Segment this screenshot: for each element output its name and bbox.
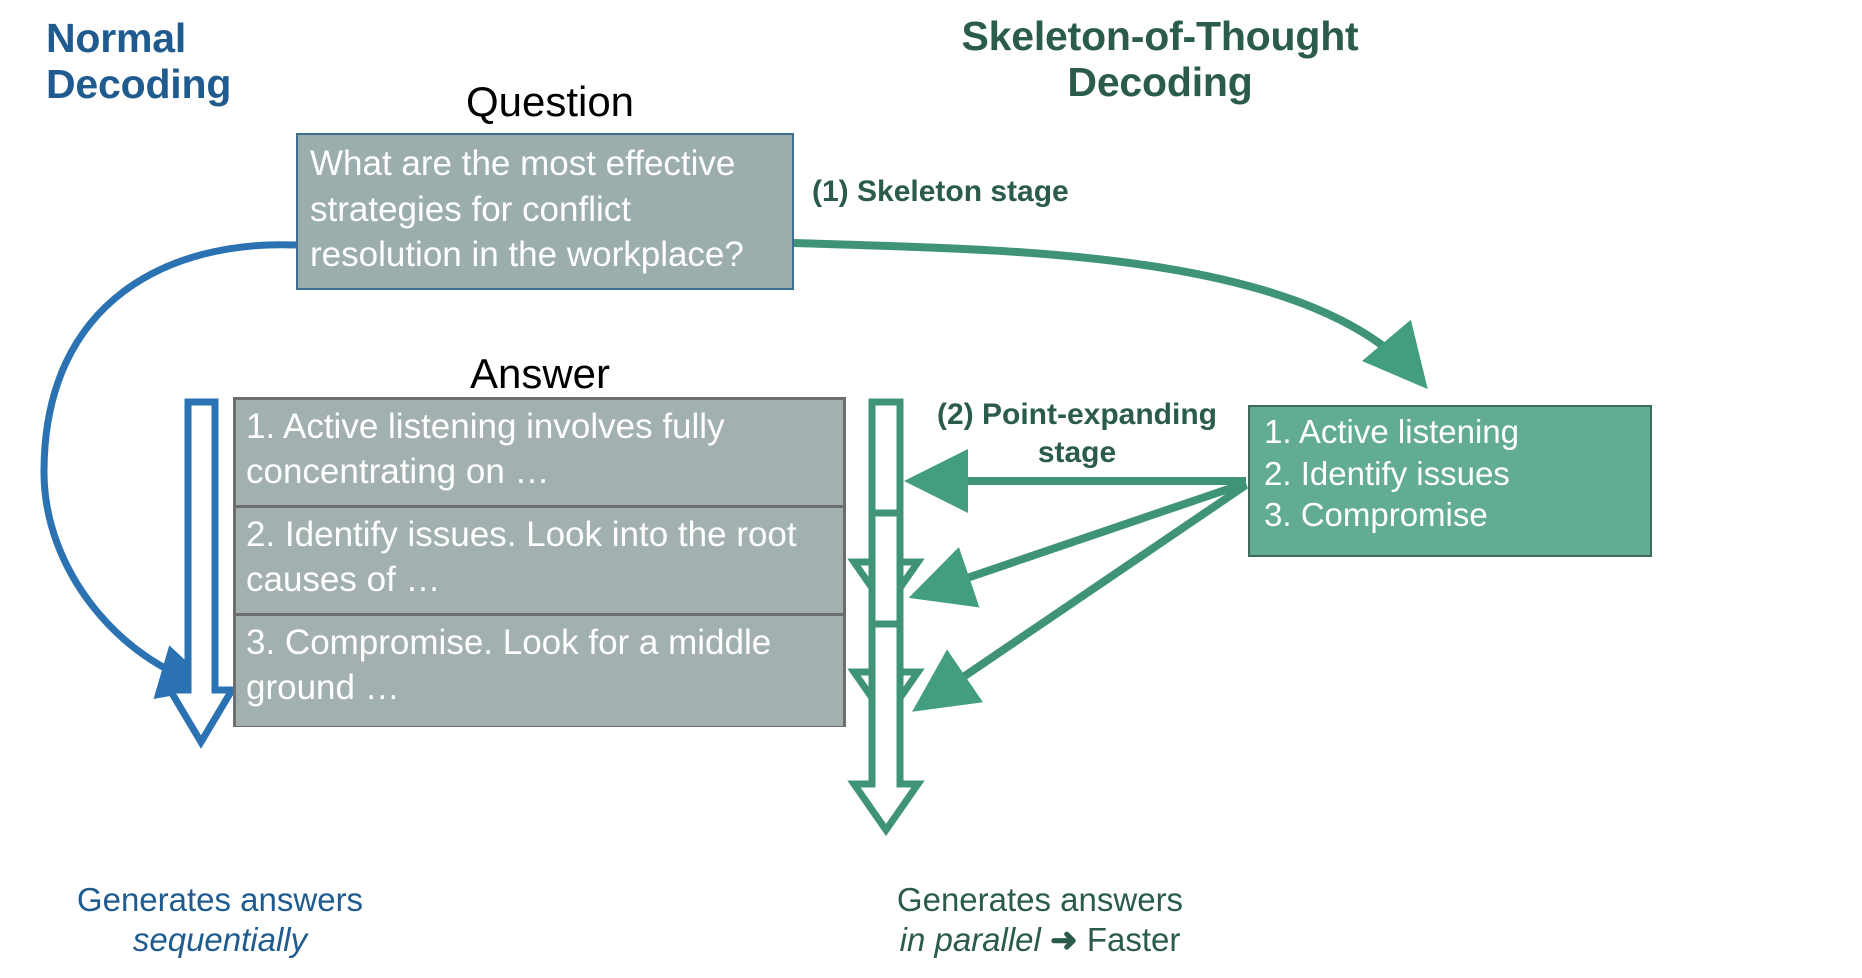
question-text: What are the most effective strategies f… [310,144,744,274]
sequential-caption-line1: Generates answers [76,881,364,918]
parallel-caption-line1: Generates answers [896,881,1184,918]
parallel-caption-emphasis: in parallel [899,921,1041,959]
parallel-caption: Generates answers in parallel ➜ Faster [800,880,1280,961]
skeleton-stage-curve-arrow [793,239,1428,390]
parallel-caption-line2: in parallel ➜ Faster [800,920,1280,960]
question-label: Question [465,78,635,125]
point-expand-arrow-3 [912,481,1249,712]
parallel-block-arrow-2 [847,509,925,725]
answer-label: Answer [469,350,611,397]
answer-row: 3. Compromise. Look for a middle ground … [236,616,843,726]
sequential-block-arrow [163,398,239,749]
answer-row-text: 1. Active listening involves fully conce… [246,407,725,491]
skeleton-outline-box: 1. Active listening 2. Identify issues 3… [1248,405,1652,557]
answer-row: 2. Identify issues. Look into the root c… [236,508,843,616]
parallel-caption-faster: Faster [1086,921,1181,959]
skeleton-of-thought-title: Skeleton-of-Thought Decoding [961,13,1359,105]
parallel-block-arrow-1 [847,398,925,615]
answer-box: 1. Active listening involves fully conce… [233,397,846,727]
normal-decoding-title: Normal Decoding [46,15,232,107]
skeleton-points-list: 1. Active listening 2. Identify issues 3… [1264,413,1519,534]
skeleton-stage-note: (1) Skeleton stage [812,175,1069,208]
point-expand-arrow-2 [908,479,1248,608]
answer-row: 1. Active listening involves fully conce… [236,400,843,508]
point-expanding-stage-note: (2) Point-expanding stage [937,398,1217,469]
answer-row-text: 2. Identify issues. Look into the root c… [246,515,797,599]
right-arrow-icon: ➜ [1040,921,1087,959]
sequential-caption: Generates answers sequentially [10,880,430,961]
parallel-block-arrow-3 [847,620,925,837]
sequential-caption-line2: sequentially [132,921,308,959]
answer-row-text: 3. Compromise. Look for a middle ground … [246,623,772,707]
question-box: What are the most effective strategies f… [296,133,794,290]
